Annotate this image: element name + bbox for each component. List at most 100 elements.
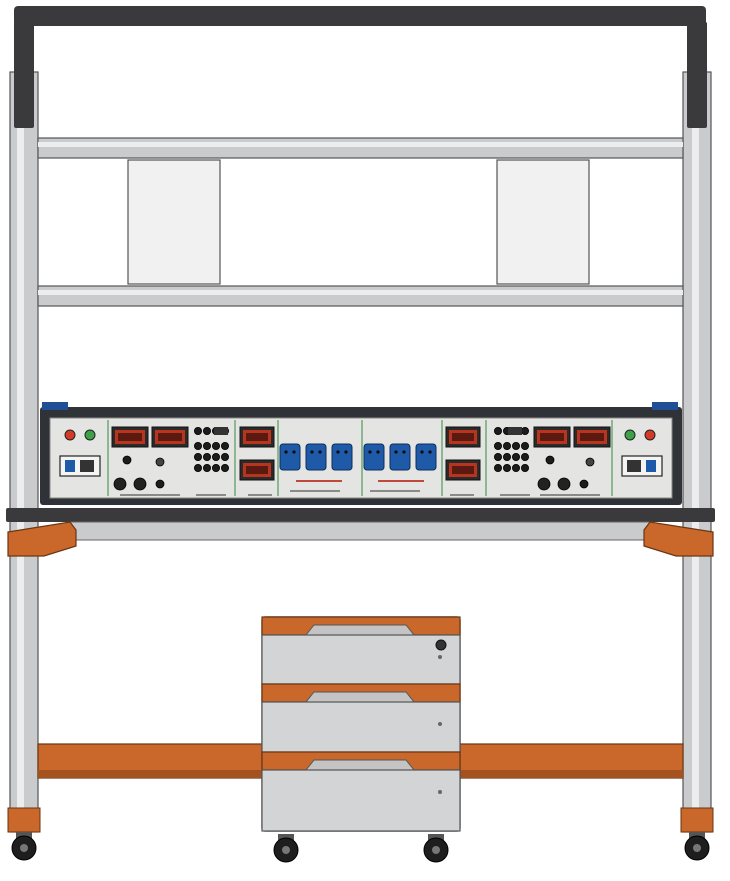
worktop-surface: [6, 508, 715, 522]
panel-label-strip: [290, 490, 340, 492]
meter-inner: [158, 433, 182, 441]
panel-modules: [59, 420, 663, 496]
caster-hub: [282, 846, 290, 854]
panel-meter: [239, 459, 275, 481]
jack-terminal: [193, 452, 202, 461]
jack-terminal: [122, 455, 132, 465]
worktop-underside: [69, 521, 653, 541]
socket-pin: [402, 450, 406, 454]
meter-inner: [246, 466, 268, 474]
jack-terminal: [202, 441, 211, 450]
panel-label-strip: [120, 494, 180, 496]
toggle-switch: [214, 427, 228, 435]
socket-pin: [394, 450, 398, 454]
upper-frame: [14, 6, 707, 128]
indicator-light-green: [84, 429, 96, 441]
drawer-screw: [438, 655, 442, 659]
jack-terminal: [220, 441, 229, 450]
jack-terminal: [502, 441, 511, 450]
hanging-panel-right: [496, 159, 590, 285]
right-post-highlight: [692, 72, 699, 832]
caster-hub: [693, 844, 701, 852]
socket-pin: [284, 450, 288, 454]
right-sleeve-overlay: [687, 22, 707, 128]
drawers: [261, 616, 461, 832]
console-top-left-tab: [42, 402, 68, 410]
panel-meter: [573, 426, 611, 448]
indicator-light-red: [644, 429, 656, 441]
jack-terminal: [493, 452, 502, 461]
power-socket: [415, 443, 437, 471]
jack-terminal: [133, 477, 147, 491]
jack-terminal: [493, 426, 502, 435]
jack-terminal: [155, 479, 165, 489]
socket-pin: [376, 450, 380, 454]
panel-meter: [239, 426, 275, 448]
left-bracket: [7, 521, 77, 557]
jack-terminal: [512, 441, 521, 450]
meter-inner: [580, 433, 604, 441]
tabletop: [6, 508, 715, 557]
power-socket: [305, 443, 327, 471]
left-post-highlight: [17, 72, 24, 832]
jack-terminal: [193, 441, 202, 450]
jack-terminal: [211, 452, 220, 461]
jack-terminal: [521, 452, 530, 461]
indicator-light-green: [624, 429, 636, 441]
jack-terminal: [211, 463, 220, 472]
drawer-front: [261, 769, 461, 832]
drawer-handle: [304, 624, 416, 636]
upper-shelves: [37, 137, 684, 307]
jack-terminal: [521, 463, 530, 472]
jack-terminal: [521, 441, 530, 450]
panel-meter: [533, 426, 571, 448]
jack-terminal: [512, 452, 521, 461]
drawer-front: [261, 701, 461, 753]
lock-icon: [435, 639, 447, 651]
jack-terminal: [557, 477, 571, 491]
jack-terminal: [193, 426, 202, 435]
socket-pin: [318, 450, 322, 454]
meter-inner: [118, 433, 142, 441]
panel-label-strip: [296, 480, 342, 482]
socket-pin: [292, 450, 296, 454]
right-bracket: [643, 521, 714, 557]
meter-inner: [452, 433, 474, 441]
power-socket: [389, 443, 411, 471]
socket-pin: [368, 450, 372, 454]
jack-terminal: [502, 463, 511, 472]
panel-label-strip: [248, 494, 272, 496]
jack-terminal: [521, 426, 530, 435]
jack-terminal: [512, 463, 521, 472]
panel-label-strip: [196, 494, 226, 496]
power-socket: [279, 443, 301, 471]
socket-pin: [420, 450, 424, 454]
panel-label-strip: [370, 490, 420, 492]
panel-meter: [111, 426, 149, 448]
jack-terminal: [493, 441, 502, 450]
panel-label-strip: [450, 494, 474, 496]
jack-terminal: [537, 477, 551, 491]
jack-terminal: [579, 479, 589, 489]
shelf-rail-lower: [37, 285, 684, 307]
jack-terminal: [502, 452, 511, 461]
meter-inner: [246, 433, 268, 441]
drawer-cabinet: [261, 616, 461, 832]
power-socket: [363, 443, 385, 471]
panel-meter: [151, 426, 189, 448]
panel-meter: [445, 459, 481, 481]
caster-hub: [432, 846, 440, 854]
breaker-switch: [627, 460, 641, 472]
breaker-switch: [80, 460, 94, 472]
left-foot-collar: [7, 807, 41, 833]
meter-inner: [452, 466, 474, 474]
panel-label-strip: [378, 480, 424, 482]
console-top-right-tab: [652, 402, 678, 410]
jack-terminal: [113, 477, 127, 491]
toggle-switch: [508, 427, 522, 435]
caster-hub: [20, 844, 28, 852]
hanging-panel-left: [127, 159, 221, 285]
shelf-rail-upper: [37, 137, 684, 159]
breaker-toggle: [65, 460, 75, 472]
